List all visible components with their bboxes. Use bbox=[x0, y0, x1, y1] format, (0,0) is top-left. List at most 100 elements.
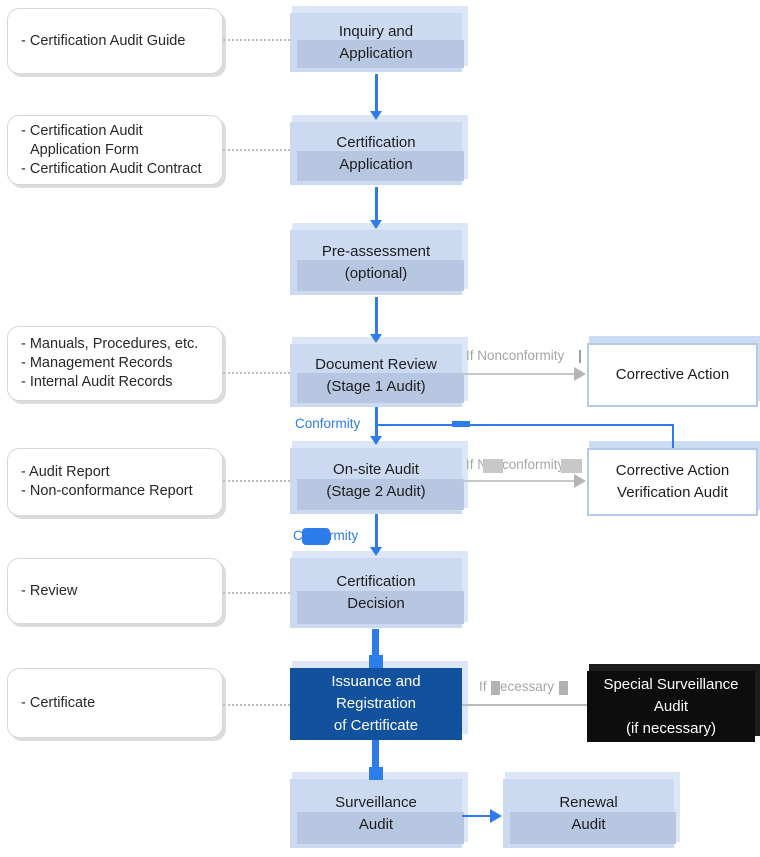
box-main bbox=[290, 779, 464, 848]
artifact-block bbox=[491, 681, 500, 695]
box-main bbox=[290, 344, 464, 407]
note-line: - Manuals, Procedures, etc. bbox=[21, 336, 199, 352]
box-main bbox=[587, 343, 758, 407]
branch-label: Audit bbox=[653, 697, 689, 715]
step-label: Renewal bbox=[559, 793, 618, 811]
down-arrow-head bbox=[370, 220, 382, 229]
gray-arrow-line bbox=[462, 480, 576, 482]
thick-connector-cap bbox=[369, 767, 383, 780]
note-line: - Certification Audit Contract bbox=[21, 160, 202, 177]
down-arrow-head bbox=[370, 334, 382, 343]
down-arrow-line bbox=[375, 187, 378, 221]
artifact-block bbox=[483, 459, 503, 473]
note-line: - Certification Audit bbox=[21, 122, 143, 139]
box-band bbox=[297, 591, 464, 624]
dotted-connector bbox=[223, 39, 290, 41]
down-arrow-line bbox=[375, 74, 378, 112]
box-main bbox=[587, 671, 755, 742]
edge-label-if-nonconformity: If Nonconformity bbox=[466, 457, 565, 472]
note-line: - Audit Report bbox=[21, 464, 110, 480]
note-line: - Review bbox=[21, 582, 78, 599]
down-arrow-line bbox=[375, 297, 378, 335]
note-certification-audit-guide: - Certification Audit Guide bbox=[7, 8, 223, 74]
dotted-connector bbox=[223, 704, 290, 706]
down-arrow-head bbox=[370, 547, 382, 556]
feedback-line-dash bbox=[452, 421, 470, 427]
branch-label: Corrective Action bbox=[615, 462, 730, 479]
note-line: - Certification Audit Guide bbox=[21, 32, 186, 49]
step-label: Audit bbox=[571, 815, 606, 833]
flow-step-onsite-audit: On-site Audit (Stage 2 Audit) bbox=[290, 441, 468, 514]
down-arrow-line bbox=[375, 514, 378, 548]
down-arrow-head bbox=[370, 111, 382, 120]
branch-label: (if necessary) bbox=[625, 719, 717, 737]
box-main bbox=[587, 448, 758, 516]
step-label: Certification bbox=[336, 133, 416, 151]
step-label: Inquiry and bbox=[338, 22, 414, 40]
gray-arrow-line bbox=[462, 373, 576, 375]
step-label: Application bbox=[339, 44, 413, 62]
step-label: (optional) bbox=[344, 264, 408, 282]
note-line: - Internal Audit Records bbox=[21, 374, 173, 390]
gray-connector-line bbox=[462, 704, 587, 706]
step-label: On-site Audit bbox=[333, 461, 419, 478]
box-band bbox=[297, 151, 464, 181]
step-label: Document Review bbox=[315, 355, 437, 373]
box-main bbox=[290, 558, 464, 628]
branch-label: Special Surveillance bbox=[603, 675, 739, 693]
down-arrow-head bbox=[370, 436, 382, 445]
down-arrow-line bbox=[375, 407, 378, 437]
step-label: of Certificate bbox=[333, 717, 419, 734]
note-certificate: - Certificate bbox=[7, 668, 223, 738]
branch-corrective-action: Corrective Action bbox=[587, 336, 760, 407]
box-main bbox=[290, 230, 464, 295]
step-label: Registration bbox=[335, 695, 417, 712]
box-main bbox=[290, 668, 462, 740]
box-band bbox=[297, 40, 464, 68]
feedback-line-horizontal bbox=[377, 424, 673, 426]
artifact-block bbox=[561, 459, 582, 473]
step-label: (Stage 1 Audit) bbox=[326, 377, 426, 395]
feedback-line-vertical bbox=[672, 424, 674, 448]
box-main bbox=[290, 448, 464, 514]
step-label: Surveillance bbox=[335, 793, 417, 811]
note-line: Application Form bbox=[30, 141, 139, 158]
box-main bbox=[290, 13, 464, 72]
thick-connector-cap bbox=[369, 655, 383, 668]
note-application-form-contract: - Certification Audit Application Form -… bbox=[7, 115, 223, 185]
dotted-connector bbox=[223, 372, 290, 374]
edge-label-conformity: Conformity bbox=[295, 416, 361, 431]
artifact-block bbox=[302, 528, 330, 545]
artifact-bar bbox=[579, 350, 581, 363]
dotted-connector bbox=[223, 592, 290, 594]
gray-arrow-head bbox=[574, 367, 586, 381]
thick-connector-line bbox=[372, 629, 379, 657]
step-label: Pre-assessment bbox=[321, 242, 431, 260]
box-main bbox=[503, 779, 676, 848]
note-audit-report: - Audit Report - Non-conformance Report bbox=[7, 448, 223, 516]
flow-step-document-review: Document Review (Stage 1 Audit) bbox=[290, 337, 468, 407]
box-main bbox=[290, 122, 464, 185]
note-line: - Certificate bbox=[21, 694, 96, 711]
flow-step-pre-assessment: Pre-assessment (optional) bbox=[290, 223, 468, 295]
step-label: Application bbox=[339, 155, 413, 173]
thick-connector-line bbox=[372, 740, 379, 769]
box-band bbox=[510, 811, 676, 844]
branch-label: Verification Audit bbox=[617, 484, 728, 501]
step-label: Issuance and bbox=[331, 673, 421, 690]
note-manuals-records: - Manuals, Procedures, etc. - Management… bbox=[7, 326, 223, 401]
step-label: Decision bbox=[347, 595, 405, 612]
step-label: (Stage 2 Audit) bbox=[326, 483, 426, 500]
step-label: Certification bbox=[336, 573, 416, 590]
note-line: - Management Records bbox=[21, 355, 173, 371]
right-arrow-line bbox=[462, 815, 492, 817]
dotted-connector bbox=[223, 149, 290, 151]
box-band bbox=[297, 478, 464, 510]
